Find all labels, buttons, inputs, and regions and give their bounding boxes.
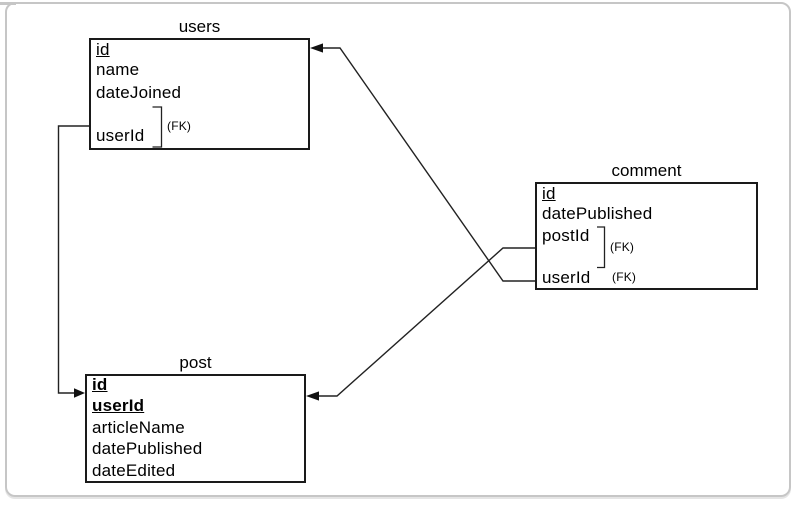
table-row: name xyxy=(96,60,140,79)
fk-badge: (FK) xyxy=(612,270,637,284)
comment-table-title: comment xyxy=(611,161,682,180)
users-table[interactable]: id name dateJoined userId xyxy=(89,38,310,150)
table-row: dateEdited xyxy=(92,461,176,480)
fk-badge: (FK) xyxy=(610,240,635,254)
fk-badge: (FK) xyxy=(167,119,192,133)
table-row: datePublished xyxy=(92,439,203,458)
post-table[interactable]: id userId articleName datePublished date… xyxy=(85,374,306,483)
table-row: userId xyxy=(96,126,145,145)
table-row: userId xyxy=(92,396,145,415)
table-row: id xyxy=(542,184,556,203)
users-table-title: users xyxy=(178,17,221,36)
table-row: postId xyxy=(542,226,590,245)
post-table-title: post xyxy=(179,353,212,372)
table-row: dateJoined xyxy=(96,83,182,102)
table-row: articleName xyxy=(92,418,185,437)
canvas-card xyxy=(5,2,791,497)
comment-table[interactable]: id datePublished postId userId xyxy=(535,182,758,290)
table-row: datePublished xyxy=(542,204,653,223)
table-row: id xyxy=(96,40,110,59)
table-row: userId xyxy=(542,268,591,287)
table-row: id xyxy=(92,375,108,394)
